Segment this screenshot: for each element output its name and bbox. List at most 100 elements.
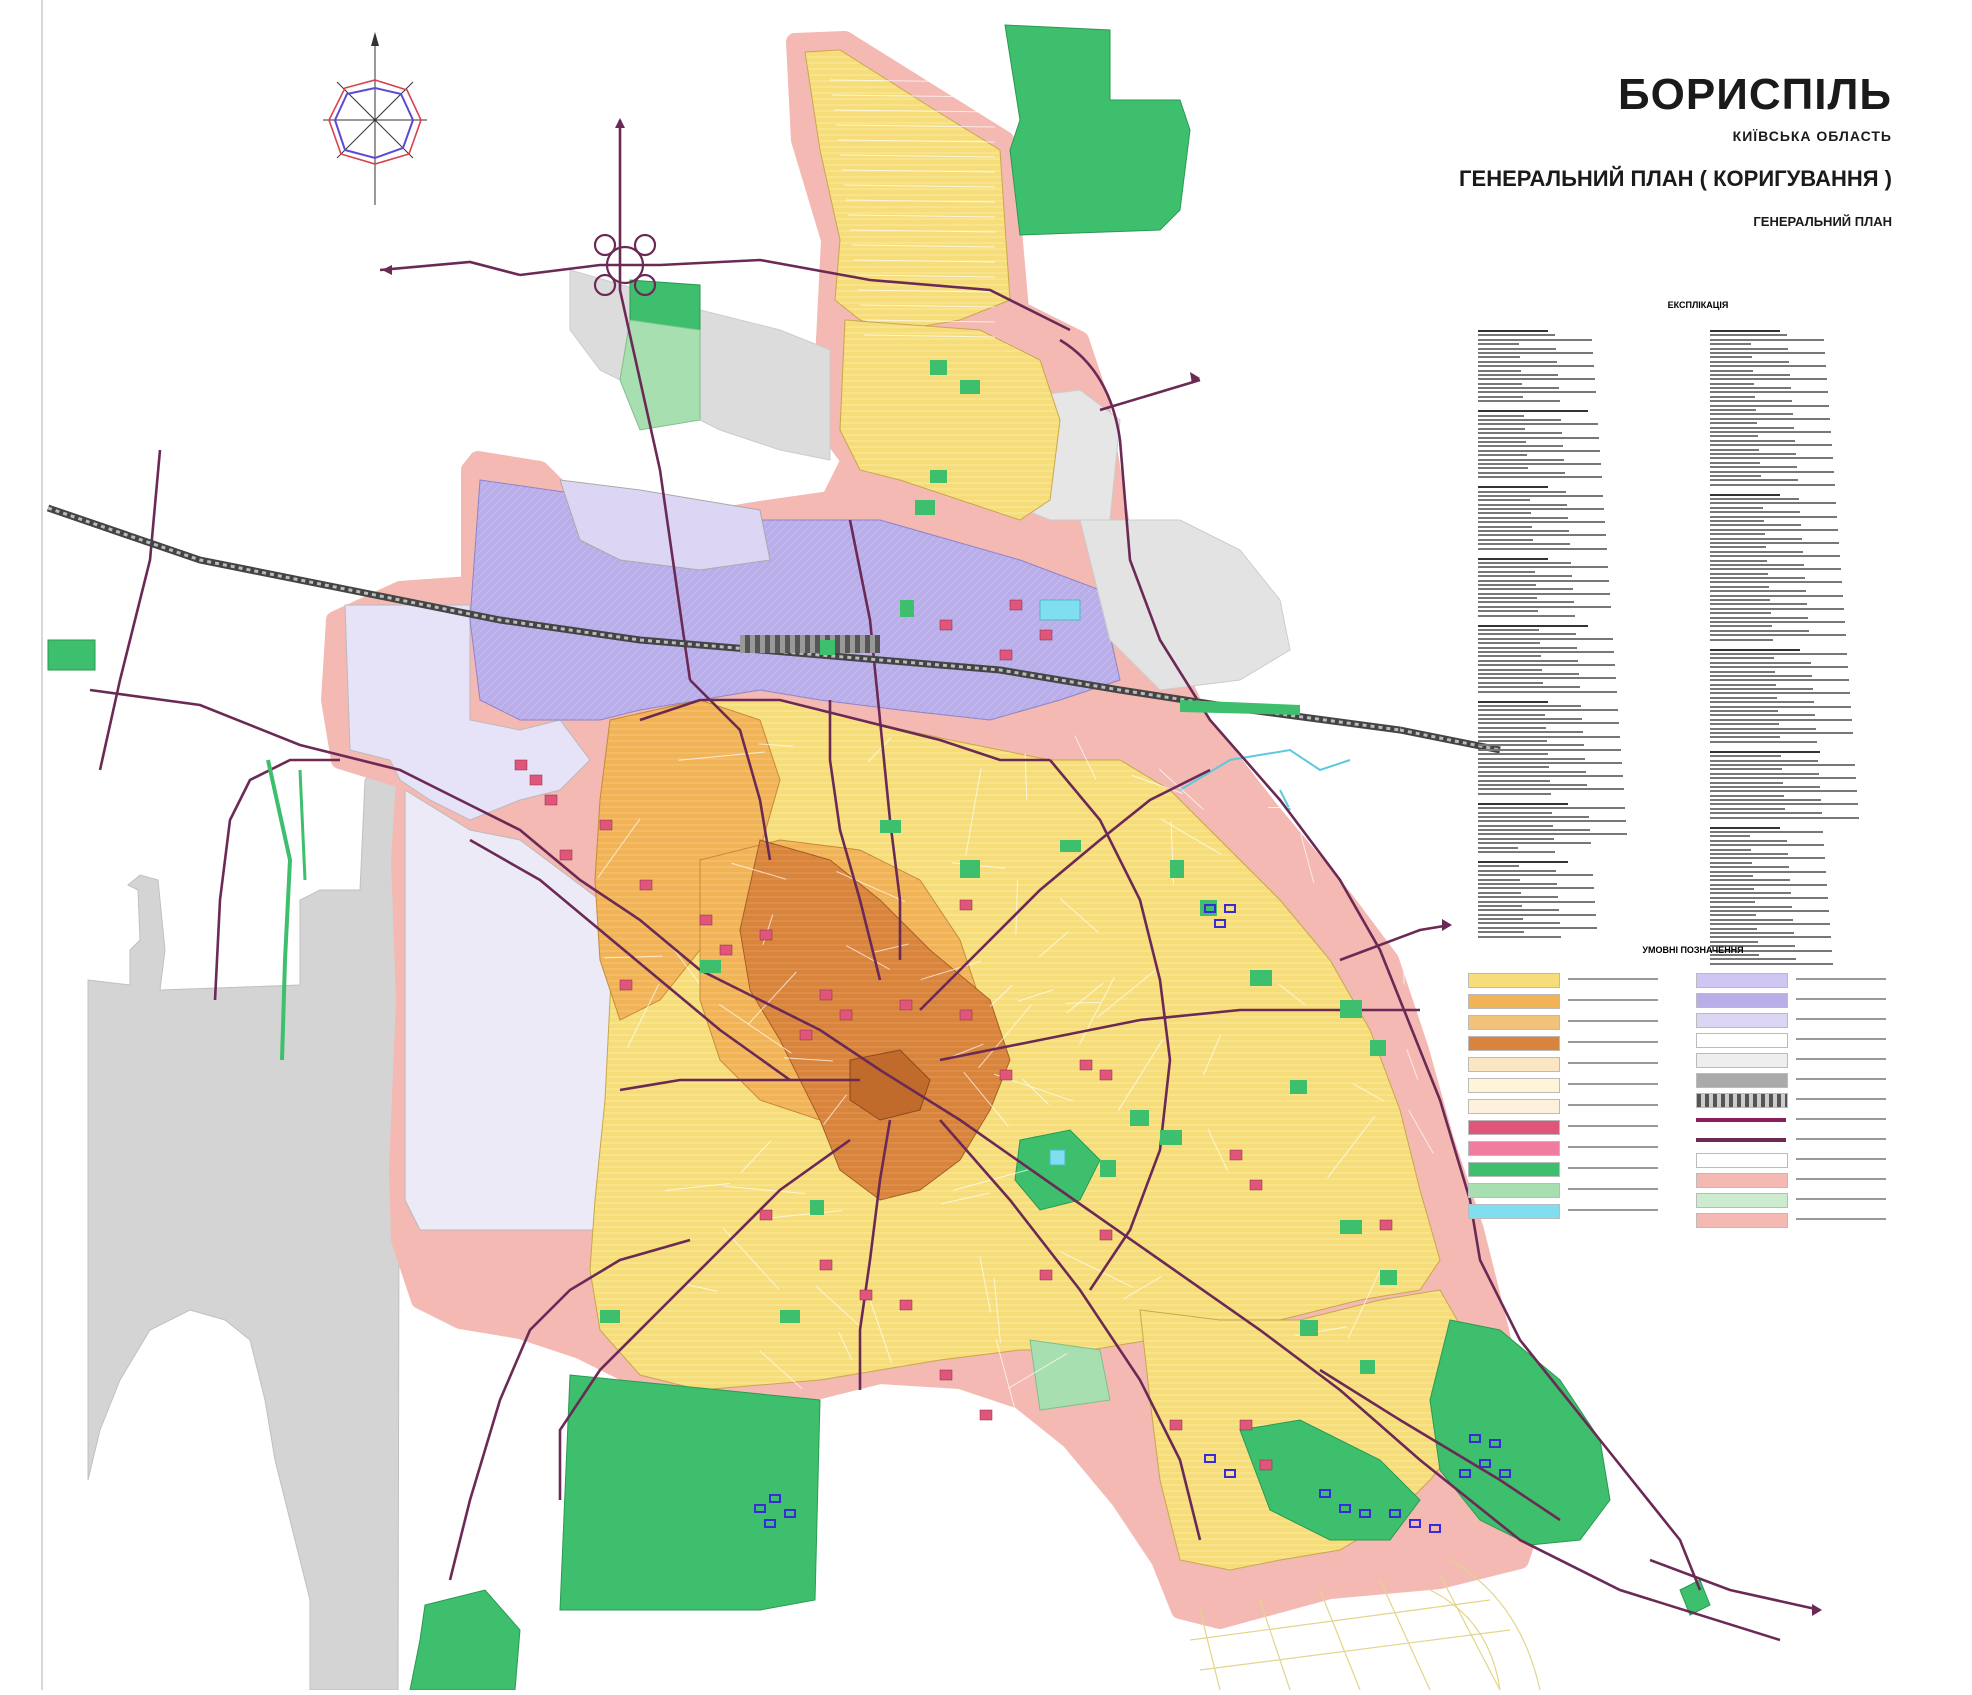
explication-text-line bbox=[1478, 593, 1610, 595]
legend-text-line bbox=[1568, 1167, 1658, 1169]
legend-swatch bbox=[1696, 973, 1788, 988]
legend-item bbox=[1468, 1099, 1688, 1114]
public-building bbox=[760, 1210, 772, 1220]
explication-text-line bbox=[1478, 664, 1615, 666]
legend-item bbox=[1468, 1015, 1688, 1030]
explication-text-line bbox=[1710, 573, 1768, 575]
legend-text-line bbox=[1796, 1198, 1886, 1200]
green-plot bbox=[810, 1200, 824, 1215]
legend-swatch bbox=[1468, 1162, 1560, 1177]
explication-text-line bbox=[1710, 795, 1784, 797]
green-plot bbox=[1250, 970, 1272, 986]
explication-text-line bbox=[1478, 543, 1570, 545]
public-building bbox=[530, 775, 542, 785]
public-building bbox=[1100, 1230, 1112, 1240]
explication-text-line bbox=[1710, 932, 1794, 934]
legend-swatch bbox=[1696, 1213, 1788, 1228]
explication-text-line bbox=[1710, 866, 1789, 868]
explication-text-line bbox=[1710, 906, 1792, 908]
explication-text-line bbox=[1478, 833, 1627, 835]
explication-text-line bbox=[1710, 760, 1818, 762]
legend-text-line bbox=[1568, 1062, 1658, 1064]
green-plot bbox=[1340, 1220, 1362, 1234]
explication-text-line bbox=[1478, 374, 1558, 376]
explication-text-line bbox=[1710, 462, 1760, 464]
legend-text-line bbox=[1796, 1218, 1886, 1220]
public-building bbox=[940, 1370, 952, 1380]
public-building bbox=[1080, 1060, 1092, 1070]
explication-text-line bbox=[1710, 892, 1791, 894]
explication-text-line bbox=[1478, 534, 1606, 536]
explication-text-line bbox=[1710, 546, 1766, 548]
explication-text-line bbox=[1478, 539, 1533, 541]
explication-text-line bbox=[1710, 435, 1758, 437]
explication-text-line bbox=[1710, 684, 1776, 686]
legend-text-line bbox=[1796, 998, 1886, 1000]
explication-text-line bbox=[1478, 437, 1599, 439]
explication-text-line bbox=[1478, 625, 1588, 627]
legend-swatch bbox=[1468, 1036, 1560, 1051]
explication-text-line bbox=[1478, 463, 1601, 465]
legend-swatch bbox=[1696, 1093, 1788, 1108]
explication-text-line bbox=[1710, 710, 1778, 712]
public-building bbox=[1100, 1070, 1112, 1080]
explication-text-line bbox=[1710, 621, 1845, 623]
explication-text-line bbox=[1710, 453, 1796, 455]
explication-text-line bbox=[1478, 691, 1617, 693]
explication-text-line bbox=[1710, 679, 1849, 681]
explication-text-line bbox=[1710, 471, 1834, 473]
green-strip-west-road-2 bbox=[300, 770, 305, 880]
legend-text-line bbox=[1796, 1098, 1886, 1100]
legend-swatch bbox=[1696, 993, 1788, 1008]
explication-text-line bbox=[1478, 936, 1561, 938]
explication-text-line bbox=[1478, 642, 1540, 644]
explication-text-line bbox=[1478, 601, 1574, 603]
explication-text-line bbox=[1710, 405, 1829, 407]
legend-swatch bbox=[1468, 1141, 1560, 1156]
explication-text-line bbox=[1710, 897, 1828, 899]
public-building bbox=[1000, 650, 1012, 660]
explication-text-line bbox=[1710, 538, 1802, 540]
explication-text-line bbox=[1478, 526, 1532, 528]
explication-text-line bbox=[1710, 444, 1832, 446]
explication-text-line bbox=[1710, 511, 1800, 513]
legend-item bbox=[1468, 1078, 1688, 1093]
explication-text-line bbox=[1478, 705, 1581, 707]
explication-text-line bbox=[1710, 835, 1750, 837]
explication-text-line bbox=[1478, 901, 1595, 903]
explication-text-line bbox=[1710, 768, 1782, 770]
explication-text-line bbox=[1478, 673, 1579, 675]
explication-text-line bbox=[1710, 764, 1855, 766]
explication-text-line bbox=[1710, 418, 1830, 420]
explication-text-line bbox=[1710, 736, 1780, 738]
explication-text-line bbox=[1710, 400, 1792, 402]
legend-swatch bbox=[1468, 973, 1560, 988]
public-building bbox=[1010, 600, 1022, 610]
explication-text-line bbox=[1710, 884, 1827, 886]
road-southeast-exit bbox=[1650, 1560, 1820, 1610]
explication-text-line bbox=[1710, 666, 1848, 668]
explication-text-line bbox=[1478, 731, 1583, 733]
explication-text-line bbox=[1710, 862, 1752, 864]
explication-text-line bbox=[1478, 432, 1562, 434]
plan-title: ГЕНЕРАЛЬНИЙ ПЛАН ( КОРИГУВАННЯ ) bbox=[1192, 166, 1892, 192]
explication-text-line bbox=[1710, 706, 1851, 708]
explication-text-line bbox=[1478, 838, 1554, 840]
explication-text-line bbox=[1710, 516, 1837, 518]
explication-text-line bbox=[1710, 502, 1836, 504]
explication-text-line bbox=[1710, 343, 1751, 345]
public-building bbox=[1380, 1220, 1392, 1230]
explication-text-line bbox=[1710, 391, 1828, 393]
explication-text-line bbox=[1710, 919, 1793, 921]
explication-text-line bbox=[1478, 847, 1518, 849]
legend-item bbox=[1696, 1173, 1916, 1188]
explication-text-line bbox=[1478, 566, 1608, 568]
explication-text-line bbox=[1710, 853, 1788, 855]
explication-text-line bbox=[1710, 498, 1799, 500]
legend-swatch bbox=[1696, 1118, 1786, 1122]
legend-title: УМОВНІ ПОЗНАЧЕННЯ bbox=[1468, 945, 1918, 955]
explication-text-line bbox=[1710, 799, 1821, 801]
explication-text-line bbox=[1710, 928, 1757, 930]
explication-text-line bbox=[1478, 736, 1620, 738]
legend-item bbox=[1468, 1162, 1688, 1177]
